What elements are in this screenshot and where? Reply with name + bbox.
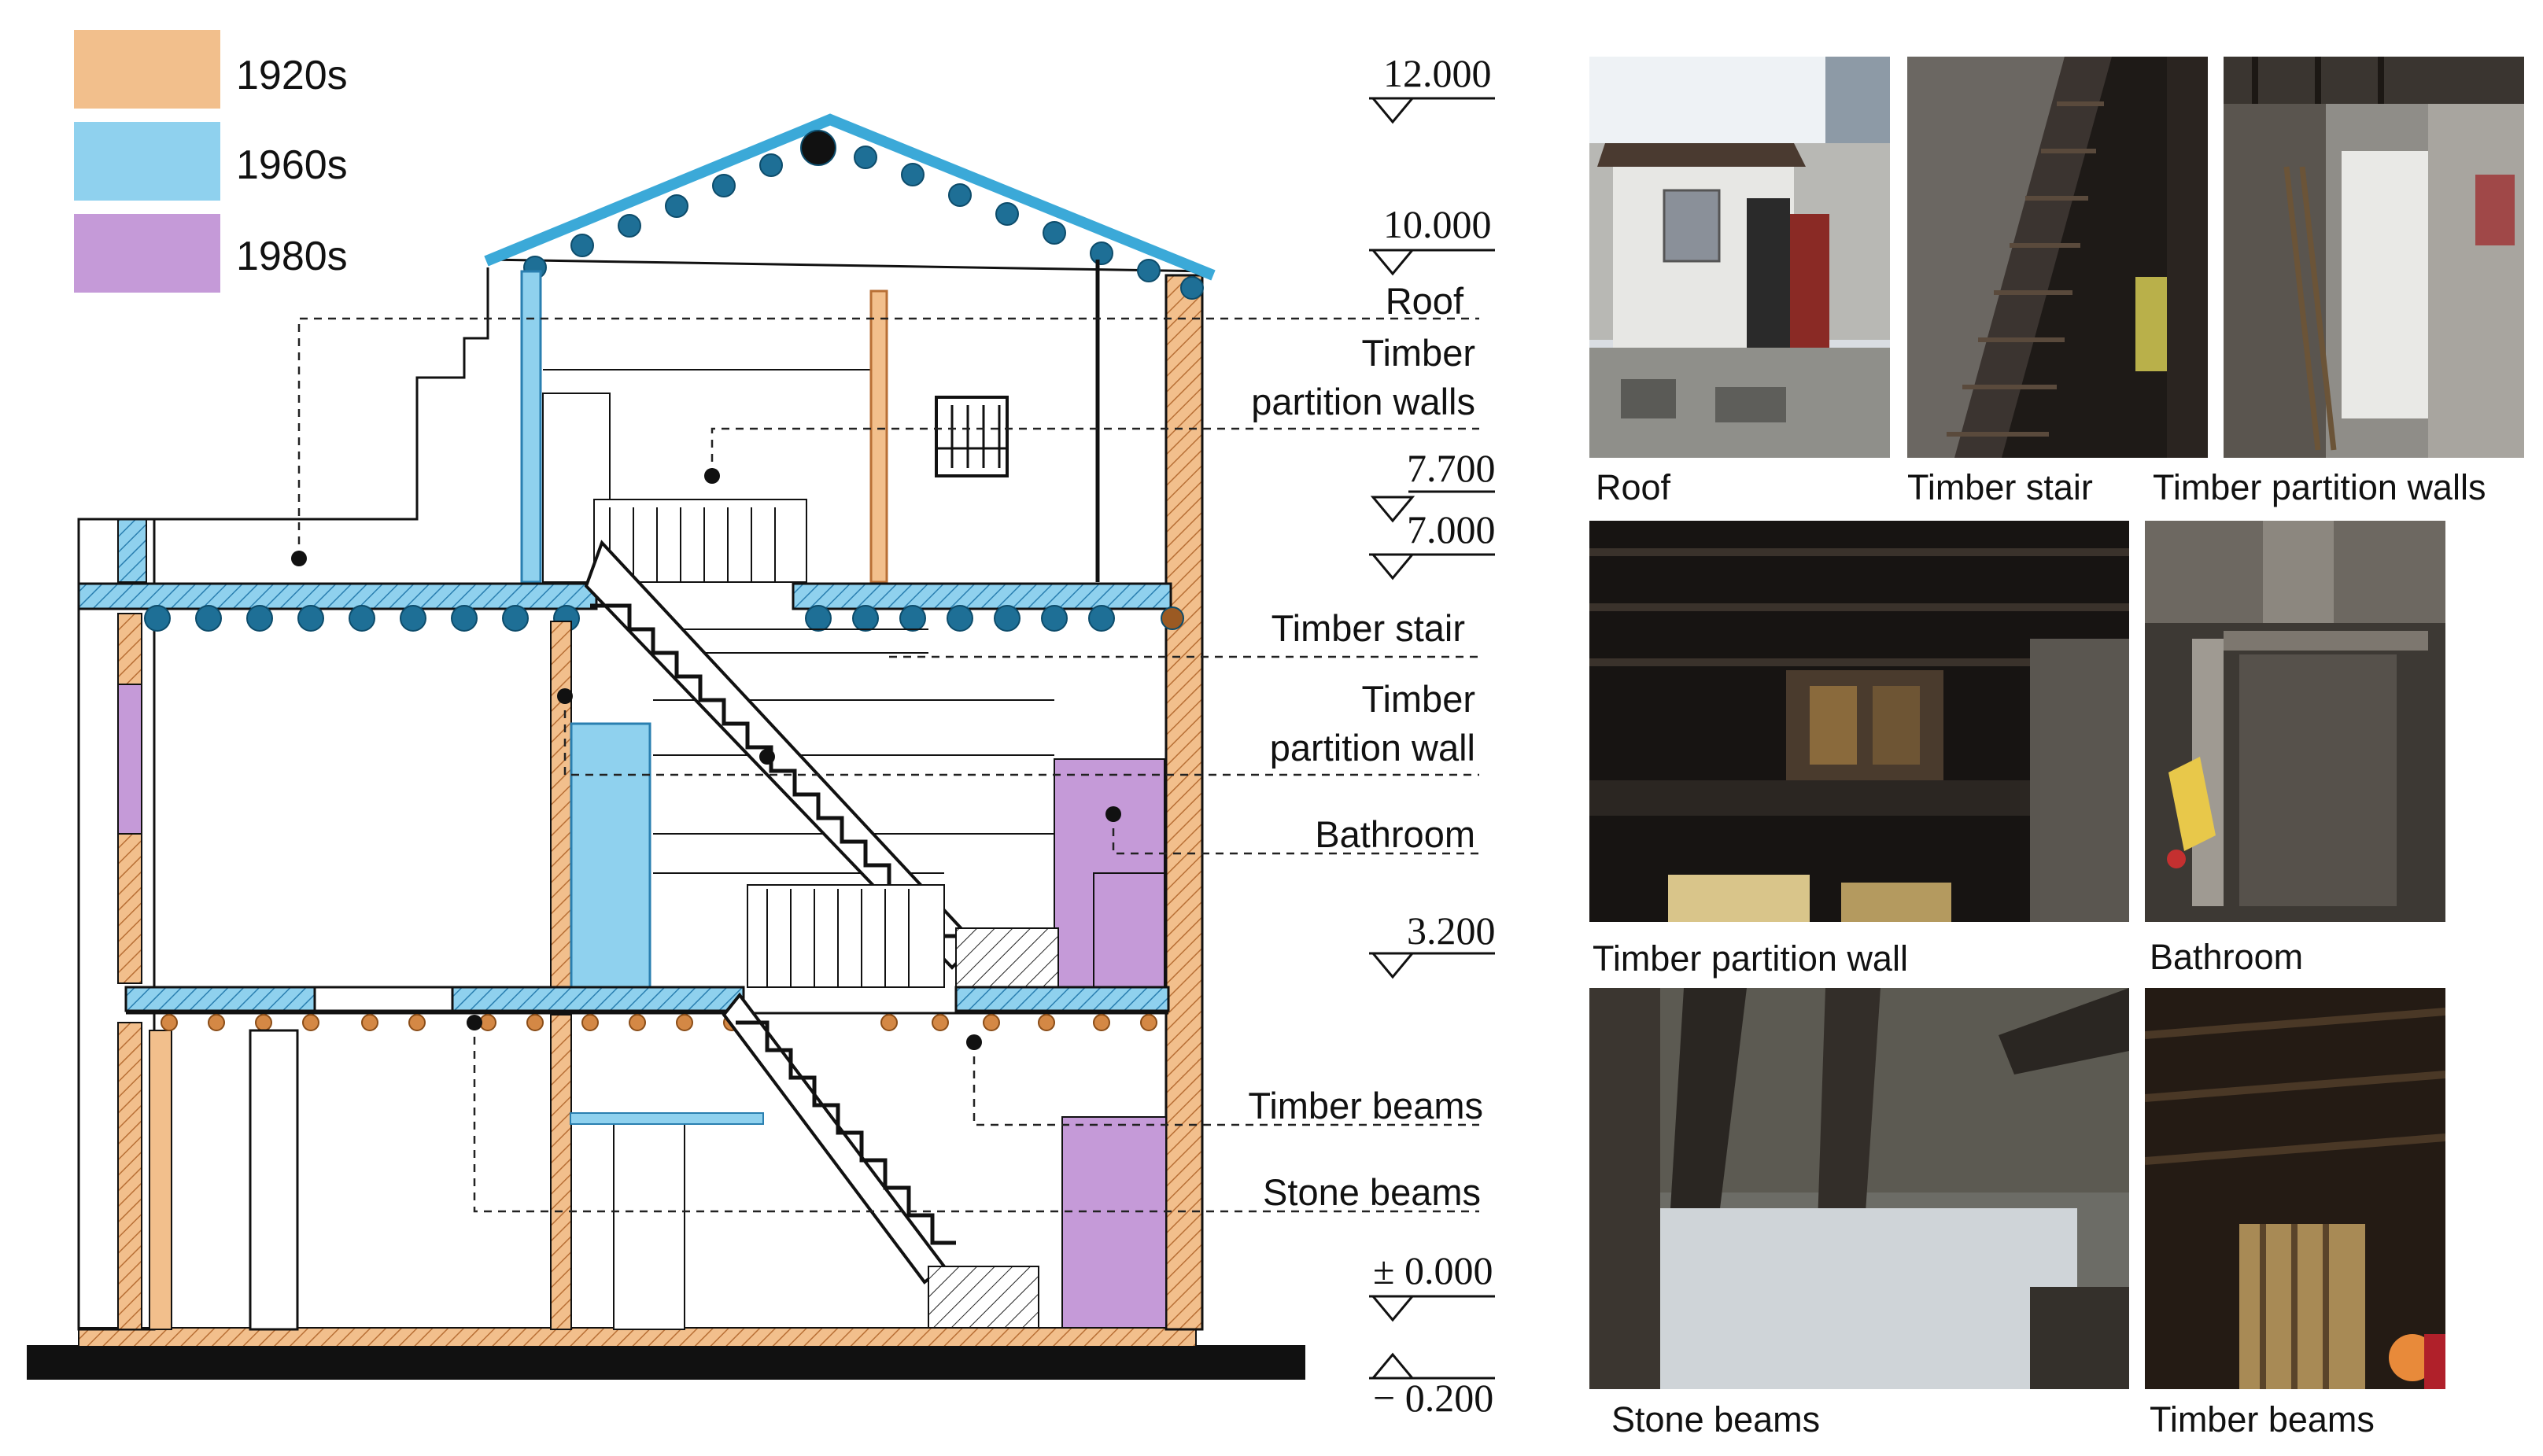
lower-floor-1960s-right (954, 986, 1170, 1012)
caption-bathroom: Bathroom (2150, 937, 2304, 977)
elevation-3200: 3.200 (1407, 909, 1496, 953)
callout-timber-partition-walls-line1: Timber (1361, 332, 1476, 374)
elevation-10000: 10.000 (1383, 202, 1492, 246)
roof-rafter (484, 113, 1216, 281)
legend-label-1960s: 1960s (236, 142, 348, 188)
callout-bathroom: Bathroom (1315, 813, 1475, 855)
photo-bathroom (2145, 521, 2445, 922)
photo-timber-beams (2145, 988, 2445, 1389)
caption-stone-beams: Stone beams (1611, 1399, 1821, 1439)
caption-timber-partition-walls: Timber partition walls (2153, 467, 2486, 507)
ground-door-left (249, 1029, 299, 1331)
elevation-7000: 7.000 (1407, 507, 1496, 551)
callout-stone-beams: Stone beams (1263, 1171, 1481, 1213)
callout-timber-stair: Timber stair (1271, 607, 1465, 649)
left-1960s-parapet (117, 518, 147, 583)
ground-timber-post (550, 1014, 572, 1330)
legend-label-1920s: 1920s (236, 53, 348, 98)
roof-purlins (523, 130, 1204, 300)
ground-slab (27, 1345, 1305, 1380)
upper-stair (584, 540, 978, 970)
attic-1960s-post (520, 270, 542, 584)
elevation-minus-0200: − 0.200 (1373, 1376, 1494, 1420)
photo-timber-partition-walls (2224, 57, 2524, 458)
legend-swatch-1920s (74, 30, 220, 109)
caption-timber-beams: Timber beams (2150, 1399, 2375, 1439)
photo-timber-stair (1907, 57, 2208, 458)
lower-stair-steps (736, 1020, 956, 1245)
left-wall-outline (77, 518, 156, 1331)
callout-leaders (297, 317, 1479, 1213)
ground-1980s-wall (1061, 1116, 1167, 1329)
lower-stair (722, 992, 947, 1285)
lower-floor-stone (313, 986, 454, 1012)
photo-stone-beams (1589, 988, 2129, 1389)
section-drawing (27, 97, 1495, 1380)
callout-timber-partition-wall-line1: Timber (1361, 678, 1476, 720)
ground-cabinet (613, 1116, 685, 1330)
lower-floor-timber-beams (161, 1014, 1157, 1031)
attic-balustrade (593, 499, 807, 583)
lower-floor-1960s-left (124, 986, 316, 1012)
upper-floor-1960s-left (77, 582, 598, 610)
left-1980s-panel (117, 684, 142, 835)
caption-timber-partition-wall: Timber partition wall (1593, 938, 1908, 979)
callout-dots (291, 468, 1121, 1050)
building-section: 1920s 1960s 1980s (27, 30, 1496, 1420)
upper-floor-1960s-right (792, 582, 1172, 610)
caption-roof: Roof (1596, 467, 1671, 507)
attic-door (542, 393, 611, 583)
legend-label-1980s: 1980s (236, 234, 348, 279)
caption-timber-stair: Timber stair (1907, 467, 2093, 507)
legend-swatch-1960s (74, 122, 220, 201)
elevation-0000: ± 0.000 (1373, 1248, 1493, 1292)
left-timber-post-lower (117, 1022, 142, 1330)
legend-swatch-1980s (74, 214, 220, 293)
photo-timber-partition-wall (1589, 521, 2129, 922)
photo-roof (1589, 57, 1890, 458)
lower-floor-1960s-mid (451, 986, 745, 1012)
callout-timber-beams: Timber beams (1248, 1085, 1483, 1126)
callout-roof: Roof (1385, 280, 1463, 322)
elevation-7700: 7.700 (1407, 446, 1496, 490)
callout-timber-partition-wall-line2: partition wall (1269, 727, 1475, 769)
left-dotted-column (149, 1030, 172, 1330)
attic-timber-post (869, 289, 888, 584)
elevation-markers (1369, 97, 1495, 1380)
right-timber-wall (1164, 274, 1204, 1331)
middle-1960s-panel (570, 722, 651, 989)
callout-timber-partition-walls-line2: partition walls (1251, 381, 1475, 422)
elevation-12000: 12.000 (1383, 51, 1492, 95)
lower-stair-landing (928, 1266, 1039, 1329)
ground-floor-timber (78, 1327, 1197, 1347)
upper-floor-timber-beams (144, 605, 1184, 632)
mid-balustrade (747, 884, 945, 988)
attic-window (935, 396, 1009, 477)
upper-stair-landing (955, 927, 1059, 988)
attic-stepped-wall (79, 267, 489, 521)
ground-1960s-shelf (570, 1112, 764, 1125)
